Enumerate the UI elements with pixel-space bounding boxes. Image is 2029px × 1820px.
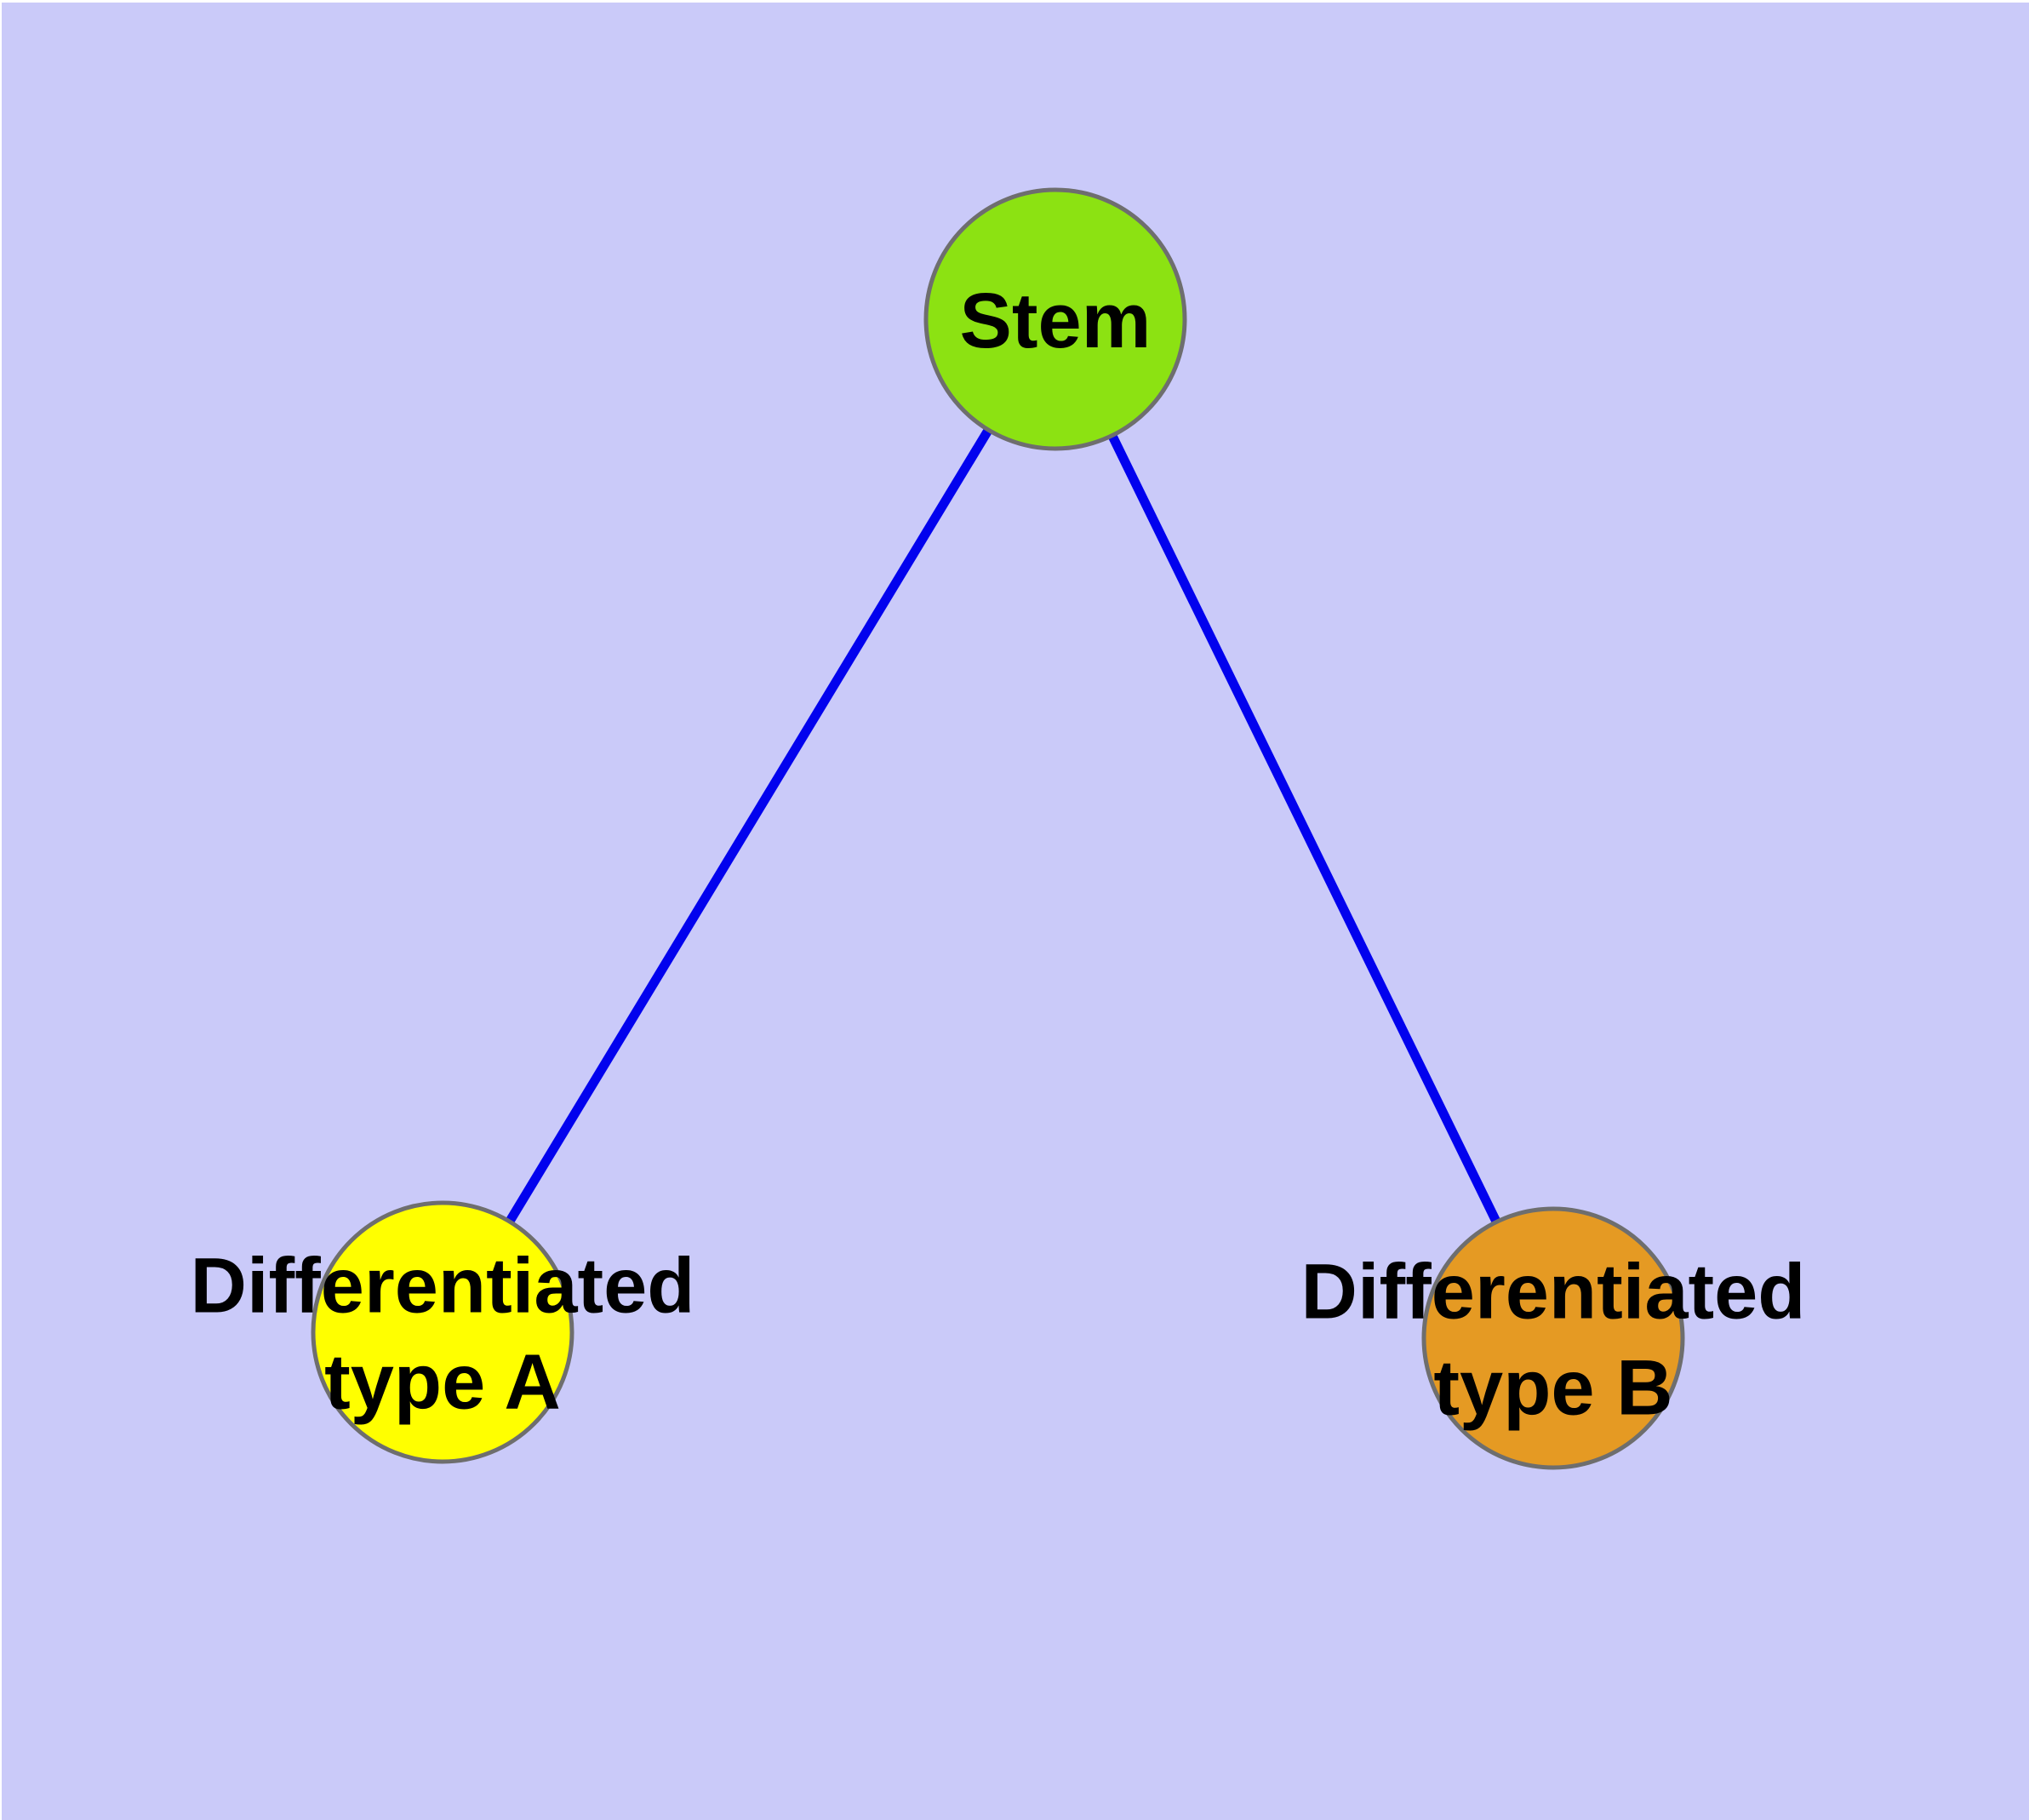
node-stem-circle <box>923 187 1187 451</box>
node-type-a-label-line-2: type A <box>324 1339 561 1426</box>
node-type-a-label: Differentiated type A <box>191 1243 695 1426</box>
node-type-a-circle <box>311 1200 574 1464</box>
node-stem-label: Stem <box>960 278 1152 364</box>
edge-stem-type-b <box>1051 317 1557 1341</box>
node-type-b-label: Differentiated type B <box>1301 1249 1806 1432</box>
edge-layer <box>438 317 1557 1341</box>
node-type-b-circle <box>1421 1206 1685 1470</box>
node-stem-label-line-1: Stem <box>960 278 1152 364</box>
node-layer <box>311 187 1685 1470</box>
node-type-a-label-line-1: Differentiated <box>191 1243 695 1330</box>
node-type-b-label-line-1: Differentiated <box>1301 1249 1806 1336</box>
node-type-b-label-line-2: type B <box>1433 1345 1672 1432</box>
edge-stem-type-a <box>438 317 1060 1335</box>
